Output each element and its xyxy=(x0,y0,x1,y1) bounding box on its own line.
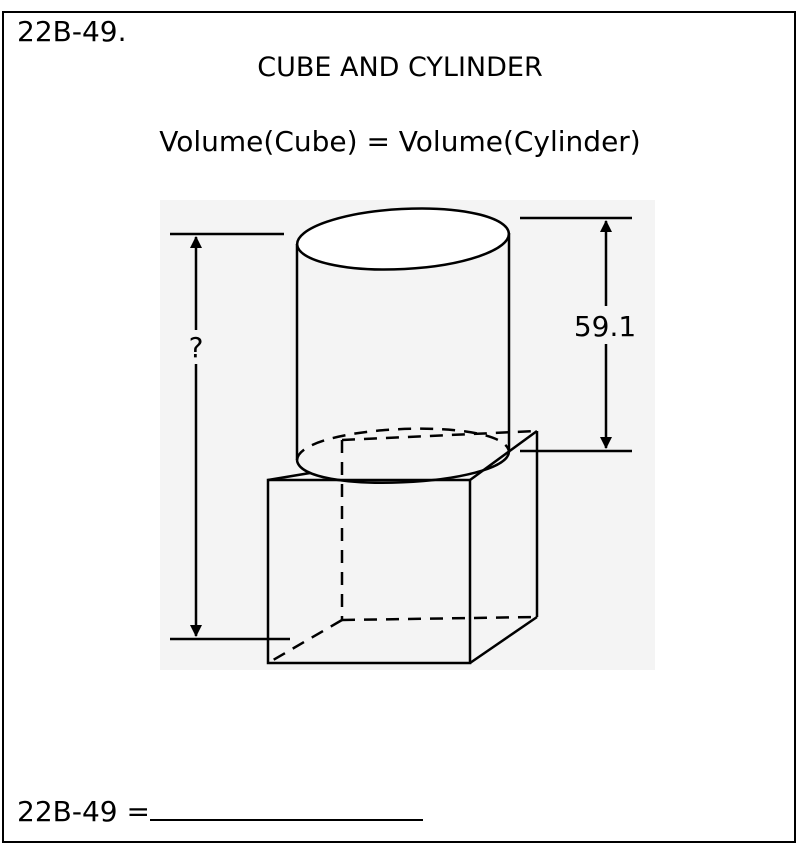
cylinder xyxy=(295,207,511,484)
worksheet-frame xyxy=(2,11,796,843)
cube-hidden-edges xyxy=(267,429,538,665)
volume-equation: Volume(Cube) = Volume(Cylinder) xyxy=(159,125,641,158)
problem-number: 22B-49. xyxy=(17,15,127,48)
figure-background xyxy=(160,200,655,670)
total-height-dimension xyxy=(170,232,290,641)
answer-prefix: 22B-49 = xyxy=(17,795,150,828)
cylinder-height-label: 59.1 xyxy=(574,310,636,343)
answer-blank[interactable] xyxy=(149,789,423,821)
unknown-height-label: ? xyxy=(189,331,204,364)
problem-title: CUBE AND CYLINDER xyxy=(257,52,543,83)
cylinder-bottom-back xyxy=(295,427,511,461)
cylinder-bottom-front xyxy=(295,451,511,484)
answer-row: 22B-49 = xyxy=(17,789,423,830)
